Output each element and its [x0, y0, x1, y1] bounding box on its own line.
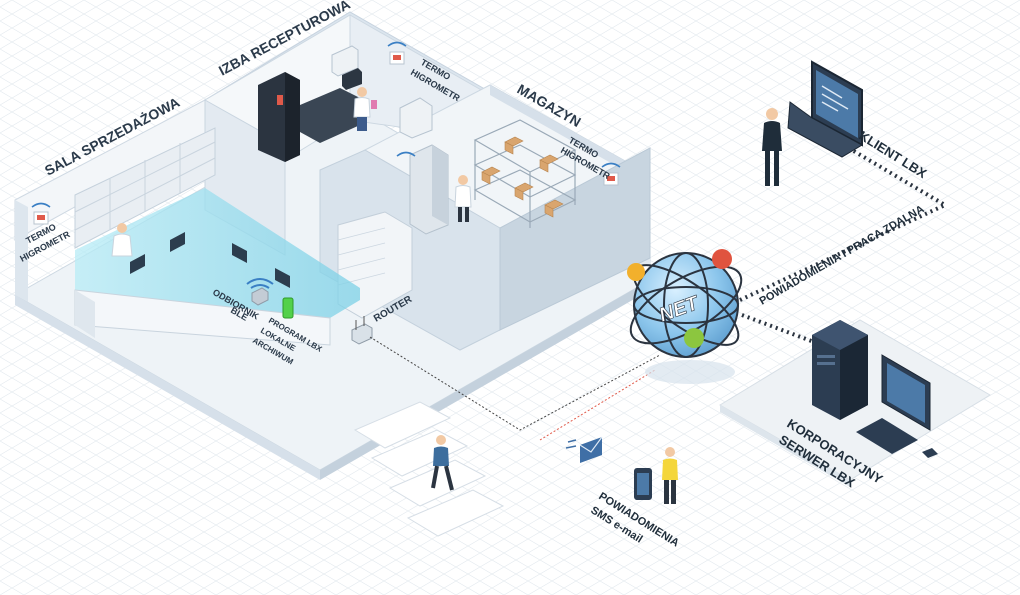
phone-icon — [634, 468, 652, 500]
program-lbx-device — [283, 298, 293, 318]
warehouse-fridge — [410, 145, 448, 234]
server-tower — [812, 320, 868, 420]
